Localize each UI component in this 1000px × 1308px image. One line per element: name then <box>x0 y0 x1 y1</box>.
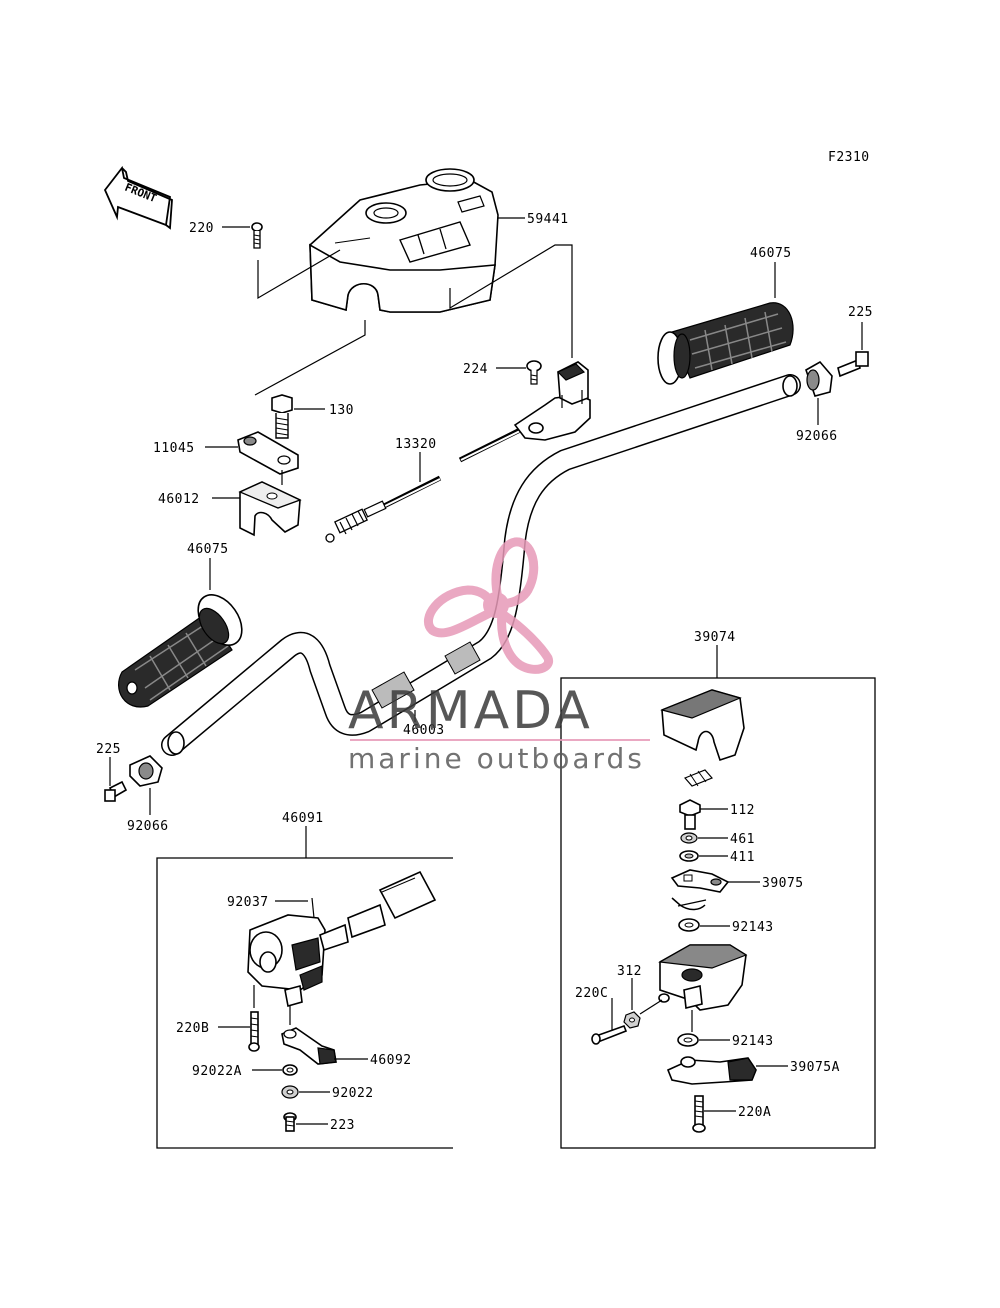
label-92143-upper: 92143 <box>732 920 774 935</box>
label-46012: 46012 <box>158 492 200 507</box>
label-92066-right: 92066 <box>796 429 838 444</box>
label-59441: 59441 <box>527 212 569 227</box>
label-46091: 46091 <box>282 811 324 826</box>
label-11045: 11045 <box>153 441 195 456</box>
clip <box>683 769 714 787</box>
label-312: 312 <box>617 964 642 979</box>
washer-411 <box>679 850 699 862</box>
figure-code: F2310 <box>828 150 870 165</box>
label-39075A: 39075A <box>790 1060 840 1075</box>
bolt-130 <box>271 394 293 439</box>
holder-46012 <box>238 481 302 537</box>
label-225-right: 225 <box>848 305 873 320</box>
switch-housing <box>247 914 326 1008</box>
label-46075-left: 46075 <box>187 542 229 557</box>
screw-220A <box>692 1095 706 1133</box>
propeller-logo-icon <box>424 537 554 674</box>
throttle-assembly-box-right <box>560 677 876 1149</box>
screw-224 <box>526 360 542 385</box>
seal-92143-upper <box>678 918 700 932</box>
label-225-left: 225 <box>96 742 121 757</box>
plate-11045 <box>237 431 299 475</box>
label-46092: 46092 <box>370 1053 412 1068</box>
label-411: 411 <box>730 850 755 865</box>
seal-92143-lower <box>677 1033 699 1047</box>
label-92143-lower: 92143 <box>732 1034 774 1049</box>
handlebar-cover <box>309 168 499 313</box>
left-bar-end <box>104 755 163 802</box>
throttle-lever <box>513 361 591 441</box>
label-130: 130 <box>329 403 354 418</box>
wire-connector <box>319 870 437 952</box>
label-220: 220 <box>189 221 214 236</box>
bolt-112 <box>679 799 701 830</box>
lever-46092 <box>281 1027 337 1065</box>
stopper-39075 <box>670 869 730 893</box>
spring <box>671 897 707 911</box>
propeller-hub <box>483 592 509 618</box>
label-13320: 13320 <box>395 437 437 452</box>
watermark-subtitle: marine outboards <box>348 742 645 775</box>
label-92066-left: 92066 <box>127 819 169 834</box>
washer-92022 <box>281 1085 299 1099</box>
screw-220B <box>248 1011 260 1052</box>
washer-92022A <box>282 1064 298 1076</box>
throttle-case-cover <box>660 689 745 762</box>
label-224: 224 <box>463 362 488 377</box>
switch-assembly-box-left <box>156 857 453 1149</box>
right-grip <box>657 302 794 385</box>
label-92022A: 92022A <box>192 1064 242 1079</box>
label-39075: 39075 <box>762 876 804 891</box>
screw-223 <box>283 1112 297 1132</box>
watermark: ARMADA marine outboards <box>348 537 650 775</box>
watermark-title: ARMADA <box>348 681 593 741</box>
front-arrow-icon: FRONT <box>103 165 173 230</box>
label-92022: 92022 <box>332 1086 374 1101</box>
handlebar <box>161 374 801 756</box>
bolt-220 <box>222 222 263 249</box>
label-223: 223 <box>330 1118 355 1133</box>
label-220C: 220C <box>575 986 608 1001</box>
washer-461 <box>680 832 698 844</box>
label-46075-right: 46075 <box>750 246 792 261</box>
label-39074: 39074 <box>694 630 736 645</box>
label-220B: 220B <box>176 1021 209 1036</box>
screw-220C <box>591 1024 628 1045</box>
lever-39075A <box>666 1056 757 1085</box>
throttle-cable <box>325 427 522 543</box>
label-46003: 46003 <box>403 723 445 738</box>
right-bar-end <box>805 351 869 397</box>
label-220A: 220A <box>738 1105 771 1120</box>
label-461: 461 <box>730 832 755 847</box>
throttle-case <box>658 944 748 1011</box>
label-112: 112 <box>730 803 755 818</box>
nut-312 <box>623 1011 641 1029</box>
label-92037: 92037 <box>227 895 269 910</box>
left-grip <box>118 594 243 708</box>
